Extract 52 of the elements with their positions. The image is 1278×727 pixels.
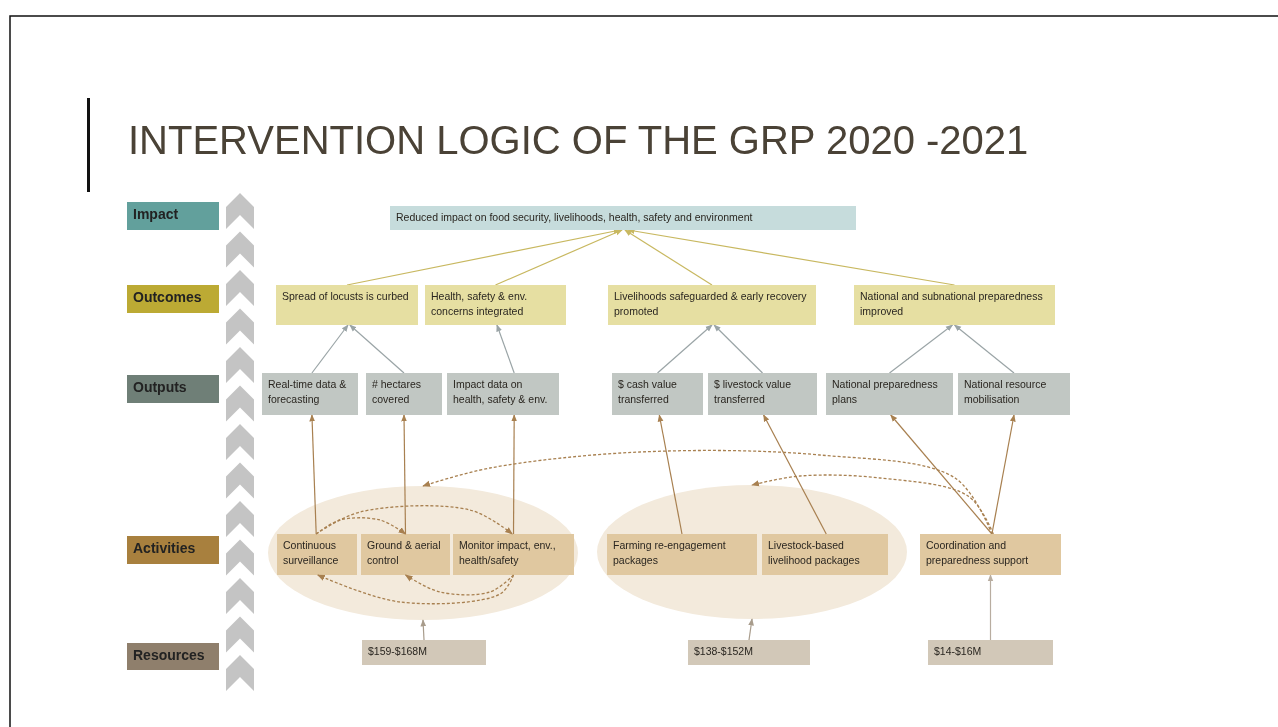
- arrow: [953, 324, 1015, 374]
- logic-box: Continuous surveillance: [277, 534, 357, 575]
- arrow: [888, 324, 954, 374]
- logic-box: Livestock-based livelihood packages: [762, 534, 888, 575]
- arrow: [713, 324, 764, 374]
- arrow: [494, 229, 623, 286]
- logic-box: Livelihoods safeguarded & early recovery promoted: [608, 285, 816, 325]
- logic-box: Spread of locusts is curbed: [276, 285, 418, 325]
- arrow: [511, 414, 518, 535]
- arrow: [311, 324, 349, 374]
- logic-box: National resource mobilisation: [958, 373, 1070, 415]
- logic-box: Monitor impact, env., health/safety: [453, 534, 574, 575]
- level-label: Resources: [127, 643, 219, 670]
- arrow: [627, 228, 956, 286]
- level-label: Outputs: [127, 375, 219, 403]
- level-label: Activities: [127, 536, 219, 564]
- logic-box: National and subnational preparedness improved: [854, 285, 1055, 325]
- arrow: [401, 414, 407, 535]
- logic-box: $ cash value transferred: [612, 373, 703, 415]
- arrow: [657, 414, 683, 535]
- arrow: [496, 324, 515, 374]
- arrow: [763, 414, 827, 535]
- logic-box: # hectares covered: [366, 373, 442, 415]
- logic-box: Farming re-engagement packages: [607, 534, 757, 575]
- arrow: [656, 324, 713, 374]
- slide-title: INTERVENTION LOGIC OF THE GRP 2020 -2021: [128, 118, 1029, 163]
- arrow: [309, 414, 317, 535]
- level-label: Outcomes: [127, 285, 219, 313]
- logic-box: $159-$168M: [362, 640, 486, 665]
- arrow: [349, 324, 405, 374]
- dashed-arrow: [404, 574, 515, 596]
- logic-box: National preparedness plans: [826, 373, 953, 415]
- dashed-arrow: [315, 505, 513, 535]
- logic-box: Ground & aerial control: [361, 534, 450, 575]
- logic-box: Impact data on health, safety & env.: [447, 373, 559, 415]
- logic-box: $ livestock value transferred: [708, 373, 817, 415]
- dashed-arrow: [422, 449, 993, 535]
- dashed-arrow: [315, 517, 407, 535]
- dashed-arrow: [317, 574, 515, 605]
- level-label: Impact: [127, 202, 219, 230]
- arrow: [748, 618, 754, 641]
- logic-box: Real-time data & forecasting: [262, 373, 358, 415]
- arrow: [987, 574, 994, 641]
- arrow: [624, 229, 713, 286]
- logic-box: $14-$16M: [928, 640, 1053, 665]
- logic-box: $138-$152M: [688, 640, 810, 665]
- logic-box: Health, safety & env. concerns integrated: [425, 285, 566, 325]
- dashed-arrow: [751, 474, 994, 535]
- arrow: [420, 619, 427, 641]
- logic-box: Reduced impact on food security, livelihoods, health, safety and environment: [390, 206, 856, 230]
- logic-box: Coordination and preparedness support: [920, 534, 1061, 575]
- arrow: [890, 414, 993, 535]
